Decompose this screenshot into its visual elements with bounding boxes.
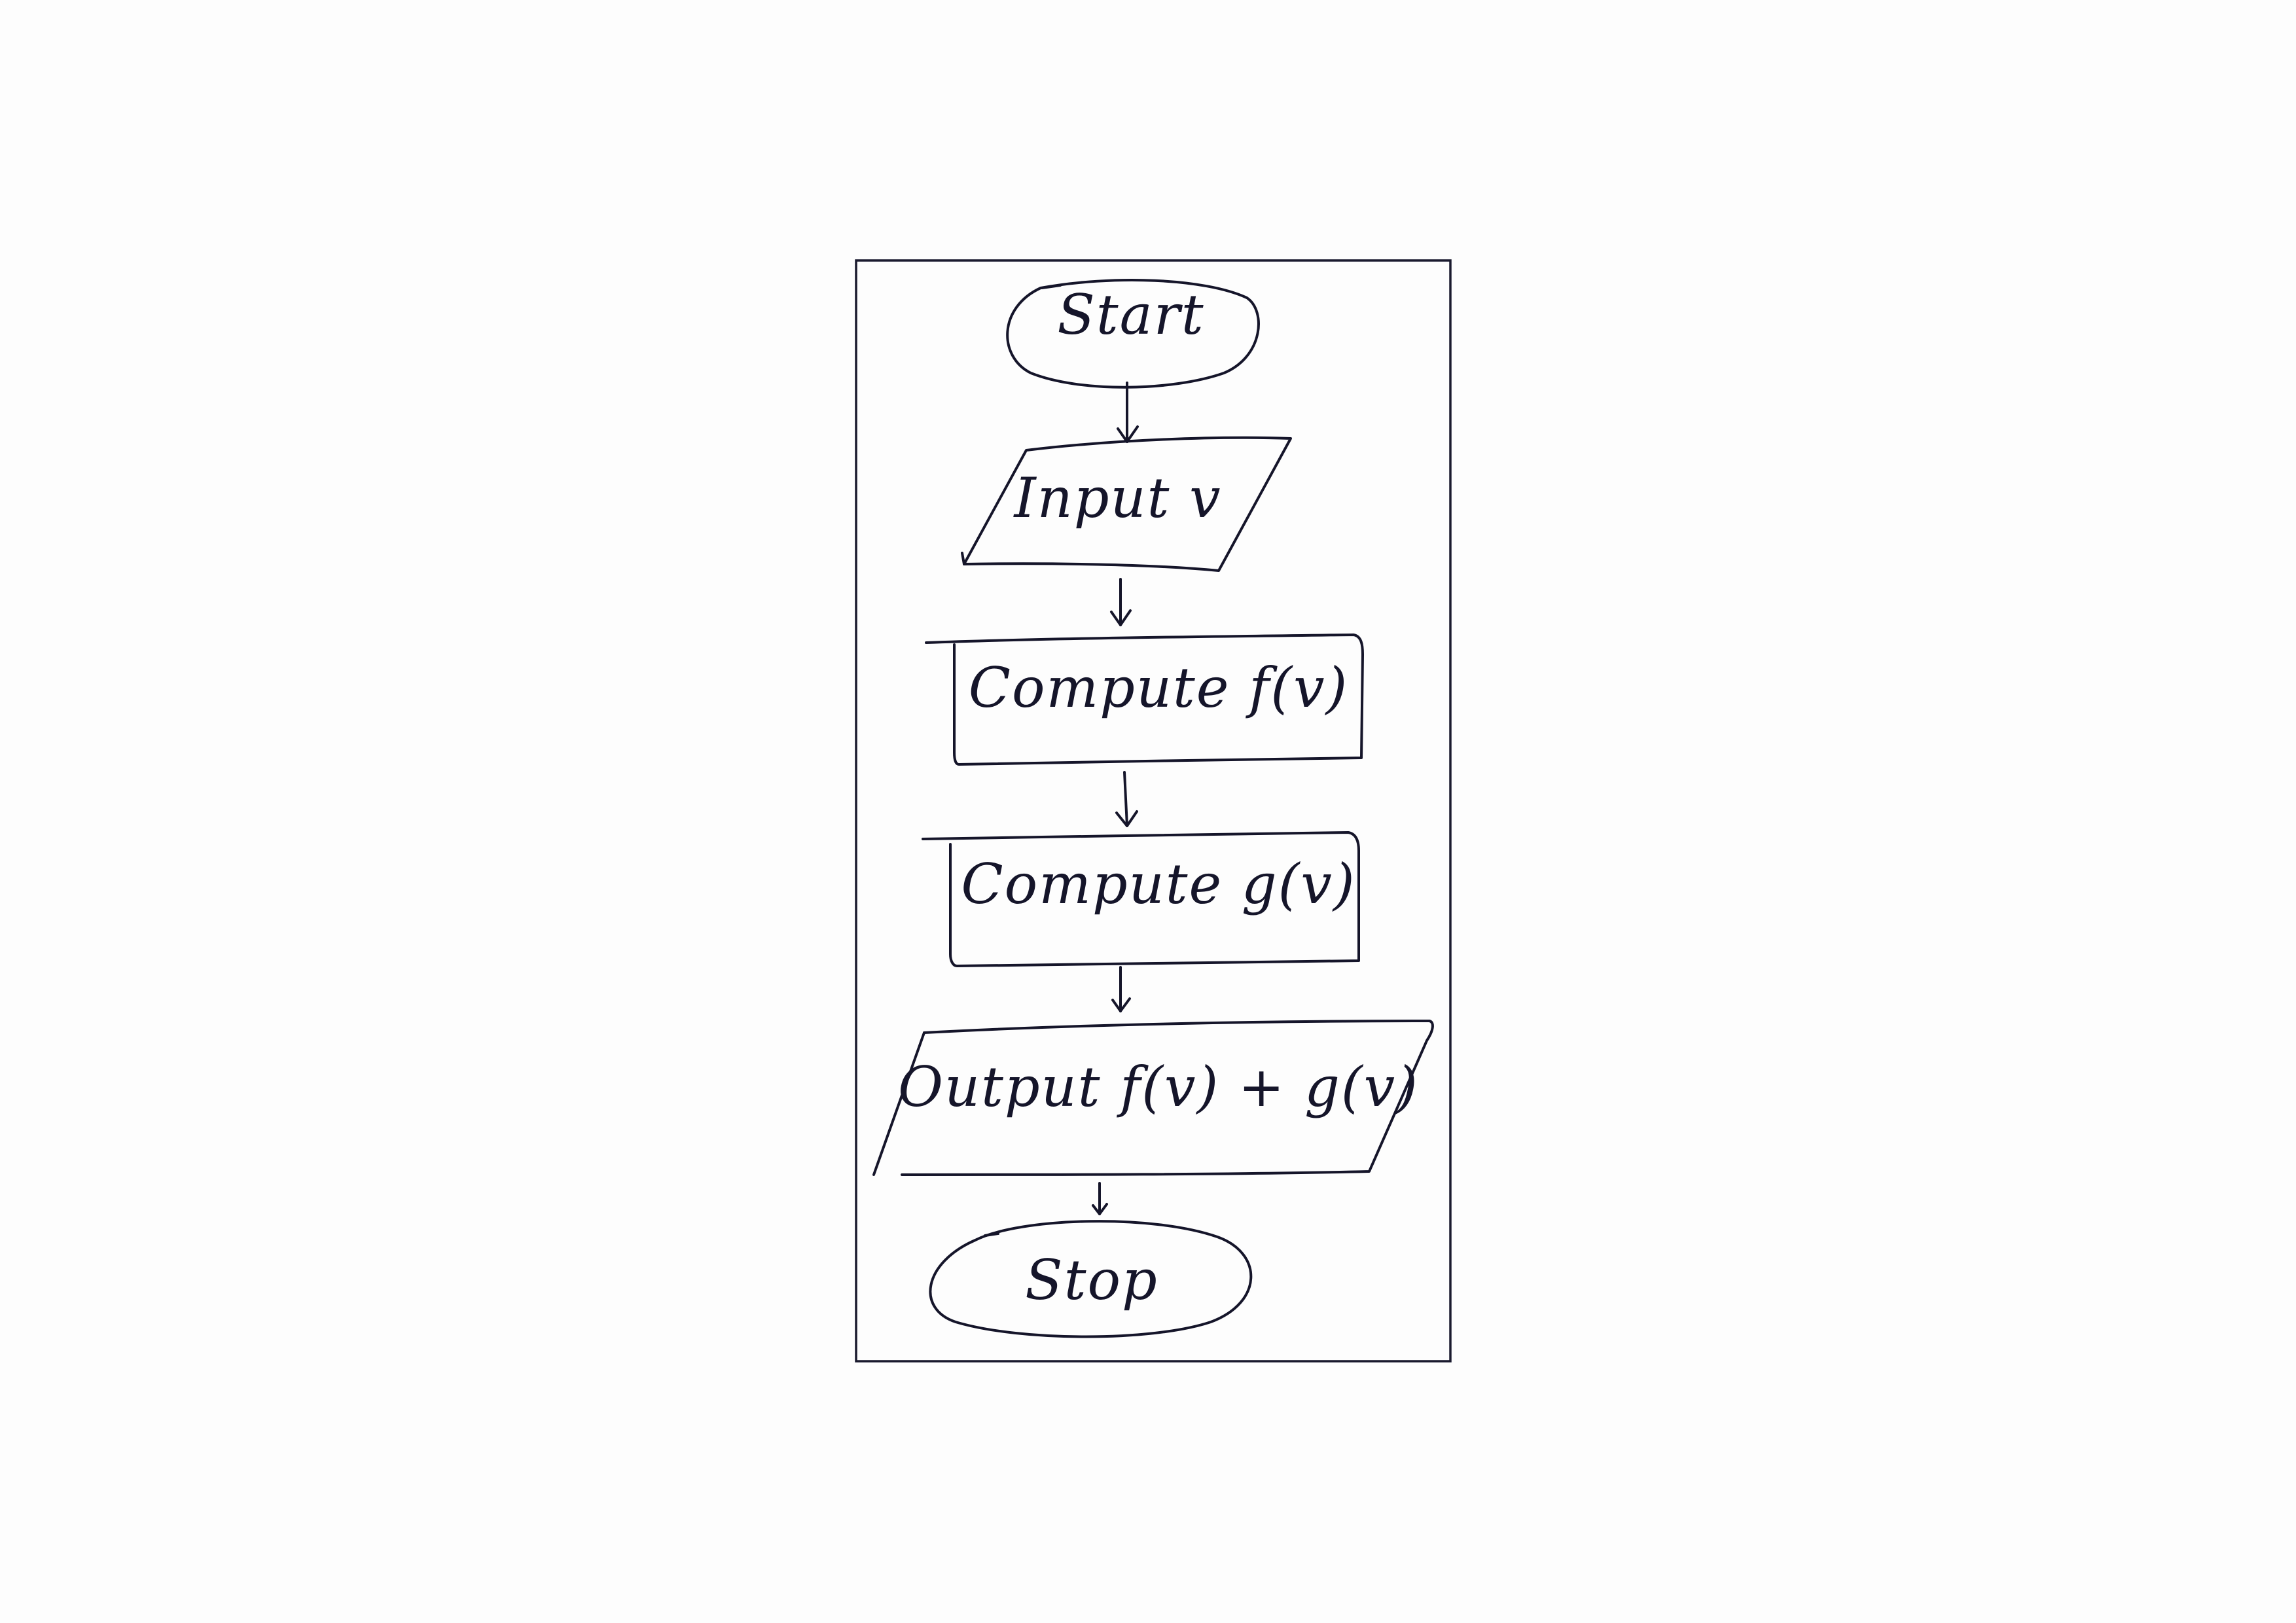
arrowhead-icon [1115,810,1138,827]
node-output: Output f(v) + g(v) [872,1020,1434,1176]
output-label: Output f(v) + g(v) [898,1055,1419,1119]
compute-g-label: Compute g(v) [961,852,1355,916]
arrow-input-to-compute-f [1110,578,1132,626]
output-left-edge [872,1031,925,1176]
stop-terminal-shape [929,1220,1253,1338]
flowchart-frame [855,259,1452,1363]
start-terminal-shape [1006,279,1260,389]
input-pen-stroke [961,552,965,565]
node-stop: Stop [929,1220,1253,1338]
arrow-start-to-input [1117,382,1139,443]
node-start: Start [1006,279,1260,389]
node-input: Input v [961,436,1292,572]
compute-f-process-shape [925,633,1364,766]
stop-label: Stop [1025,1248,1158,1312]
arrowhead-icon [1111,997,1131,1012]
arrow-line [1123,771,1128,827]
compute-g-process-shape [922,831,1360,967]
compute-f-label: Compute f(v) [969,656,1349,720]
arrow-compute-f-to-compute-g [1115,771,1138,827]
input-parallelogram-shape [963,436,1292,572]
input-label: Input v [1013,466,1221,530]
node-compute-f: Compute f(v) [925,633,1364,766]
node-compute-g: Compute g(v) [922,831,1360,967]
start-pen-stroke [1041,284,1062,289]
arrowhead-icon [1110,609,1132,626]
arrow-compute-g-to-output [1111,966,1131,1012]
start-label: Start [1057,283,1204,347]
stop-pen-stroke [984,1232,999,1237]
arrowhead-icon [1092,1203,1108,1215]
arrow-output-to-stop [1092,1182,1108,1215]
output-parallelogram-shape [901,1020,1434,1176]
